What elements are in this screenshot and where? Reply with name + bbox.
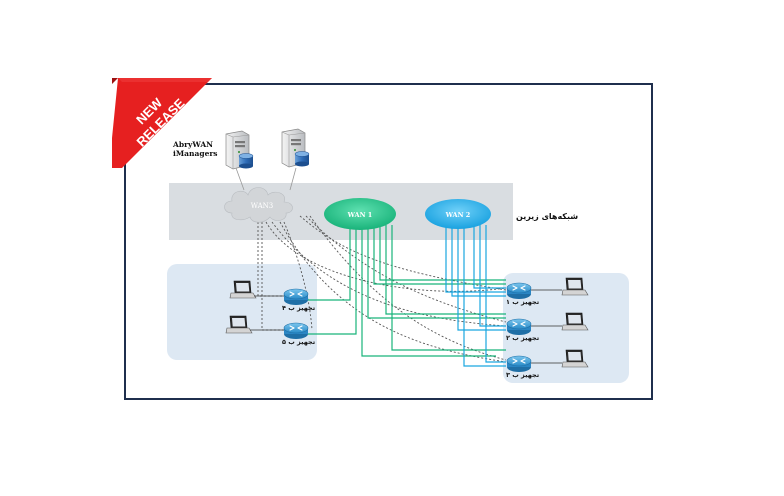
new-release-badge: NEW RELEASE (112, 78, 212, 168)
wan2-cloud (425, 199, 491, 229)
router-icon (506, 282, 532, 300)
laptop-icon (229, 280, 257, 299)
laptop-icon (225, 315, 253, 334)
router-icon (283, 288, 309, 306)
server-icon (281, 128, 310, 168)
device-label-right-1: تجهیز ب ۱ (506, 298, 540, 306)
wan1-cloud (324, 198, 396, 230)
laptop-icon (561, 349, 589, 368)
device-label-left-1: تجهیز ب ۴ (282, 304, 316, 312)
inner-networks-label: شبکه‌های زیرین (516, 212, 579, 221)
servers-label-line1: AbryWAN (173, 140, 213, 149)
servers-label: AbryWAN iManagers (173, 140, 218, 158)
wan3-label: WAN3 (251, 202, 273, 210)
laptop-icon (561, 277, 589, 296)
device-label-right-2: تجهیز ب ۲ (506, 334, 540, 342)
wan2-label: WAN 2 (445, 211, 471, 219)
wan1-label: WAN 1 (347, 211, 373, 219)
device-label-left-2: تجهیز ب ۵ (282, 338, 316, 346)
laptop-icon (561, 312, 589, 331)
device-label-right-3: تجهیز ب ۳ (506, 371, 540, 379)
wan2-links (445, 225, 506, 367)
router-icon (283, 322, 309, 340)
router-icon (506, 318, 532, 336)
router-icon (506, 355, 532, 373)
wan1-links (308, 225, 506, 357)
servers-label-line2: iManagers (173, 149, 218, 158)
server-icon (225, 130, 254, 170)
left-site-panel (167, 264, 317, 360)
